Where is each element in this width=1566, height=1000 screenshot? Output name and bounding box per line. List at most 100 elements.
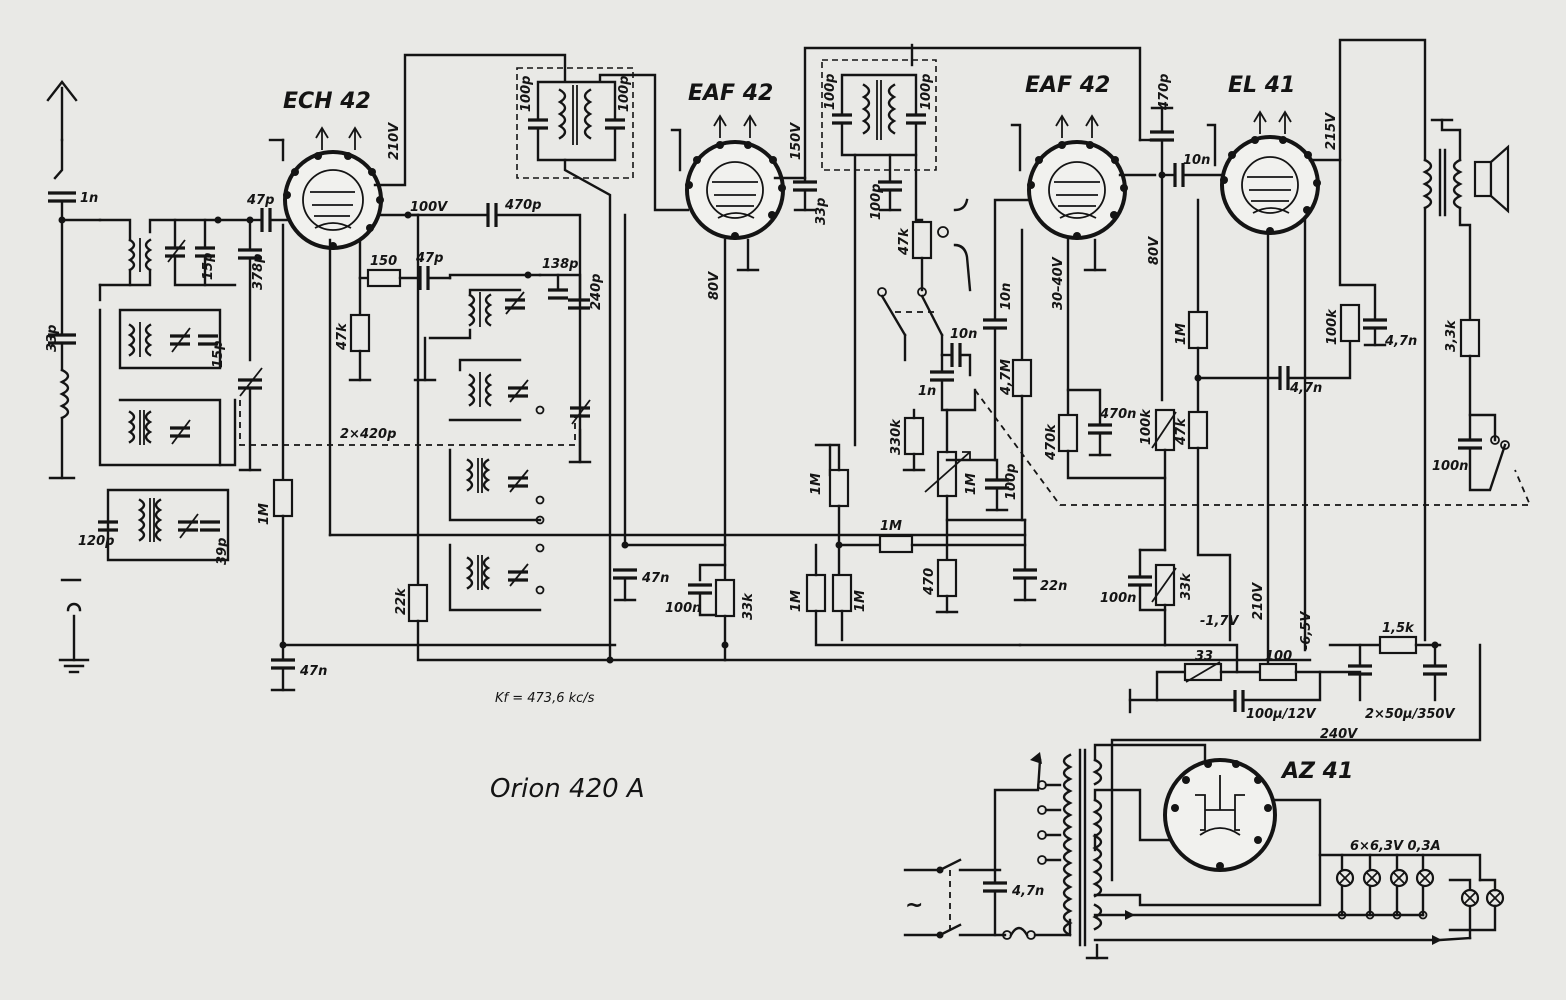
cap-39p-label: 39p — [215, 538, 230, 565]
if-amp-section: 150V 33p 80V 47n 100n 33k — [613, 46, 1142, 662]
if2-cap-c-label: 100p — [869, 184, 884, 220]
tube-el41: EL 41 — [1206, 73, 1321, 235]
cap-100p-det-label: 100p — [1004, 464, 1019, 500]
antenna-coil — [48, 341, 76, 480]
lamp-icon — [1335, 868, 1355, 888]
antenna-input-section: 1n 33p — [45, 80, 102, 674]
speaker-icon — [1473, 144, 1510, 214]
resistor-150-label: 150 — [370, 254, 397, 269]
cap-22n-label: 22n — [1040, 579, 1067, 594]
resistor-47M-label: 4,7M — [999, 359, 1014, 396]
lamps-rating-label: 6×6,3V 0,3A — [1350, 839, 1441, 854]
resistor-33k-eaf-label: 33k — [741, 592, 756, 620]
tube-ech42-label: ECH 42 — [283, 89, 371, 114]
cap-33p-antenna-label: 33p — [45, 325, 60, 352]
resistor-1M-c-label: 1M — [853, 590, 868, 612]
cap-100u-label: 100µ/12V — [1246, 707, 1317, 722]
cap-47p-grid-label: 47p — [246, 193, 274, 208]
if1-cap-a-label: 100p — [519, 76, 534, 112]
cap-47n-agc-label: 47n — [299, 664, 327, 679]
voltage-neg17-label: -1,7V — [1200, 614, 1239, 629]
mains-symbol: ~ — [905, 893, 923, 918]
lamp-icon — [1485, 888, 1505, 908]
voltage-30-40-label: 30–40V — [1051, 256, 1066, 310]
resistor-470-label: 470 — [922, 568, 937, 596]
cap-1n-antenna-label: 1n — [80, 191, 98, 206]
cap-15p-a-label: 15p — [201, 253, 216, 280]
resistor-1-5k-label: 1,5k — [1382, 621, 1415, 636]
cap-10n-couple-label: 10n — [1183, 153, 1210, 168]
power-output-section: 1M 4,7n 47k 210V -6,5V 215V 100k 4,7n — [1174, 38, 1510, 674]
pot-1M-label: 1M — [964, 473, 979, 495]
cap-15p-b-label: 15p — [211, 341, 226, 368]
antenna-symbol — [46, 80, 78, 142]
tube-eaf42-1-label: EAF 42 — [688, 81, 773, 106]
cap-10n-eaf2-label: 10n — [999, 283, 1014, 310]
cap-47p-osc-label: 47p — [415, 251, 443, 266]
resistor-1M-agc-label: 1M — [257, 503, 272, 525]
cap-120p-label: 120p — [78, 534, 114, 549]
filter-section: 33 100 100µ/12V 1,5k 2×50µ/350V 240V — [1018, 621, 1482, 882]
cap-470p-osc-label: 470p — [504, 198, 541, 213]
if-transformer-1: 100p 100p — [516, 67, 690, 664]
resistor-33k-eaf2-label: 33k — [1179, 572, 1194, 600]
if-transformer-2: 100p 100p 100p — [821, 43, 937, 447]
voltage-210-el-label: 210V — [1251, 582, 1266, 620]
rf-coil-bank: 15p 15p 120p — [78, 216, 252, 565]
tube-ech42: ECH 42 — [283, 89, 384, 250]
resistor-47k-osc-label: 47k — [335, 322, 350, 351]
cap-378p-label: 378p — [251, 254, 266, 290]
cap-138p-label: 138p — [542, 257, 578, 272]
oscillator-section: 210V 100V 470p 22k 150 47p 47k — [328, 53, 1312, 662]
resistor-33-label: 33 — [1195, 649, 1213, 664]
resistor-1M-el-label: 1M — [1174, 323, 1189, 345]
resistor-1M-b-label: 1M — [789, 590, 804, 612]
tube-eaf42-2-label: EAF 42 — [1025, 73, 1110, 98]
detector-section: 47k 10n 1n 330k 1M 470 — [789, 198, 1532, 647]
cap-47n-eaf-label: 47n — [641, 571, 669, 586]
voltage-neg65-label: -6,5V — [1299, 611, 1314, 650]
tube-eaf42-2: EAF 42 — [1010, 73, 1128, 240]
power-supply-section: 4,7n ~ AZ 41 6 — [903, 743, 1505, 960]
voltage-100-ech-label: 100V — [410, 200, 448, 215]
cap-33p-eaf-label: 33p — [814, 198, 829, 225]
lamp-icon — [1389, 868, 1409, 888]
if-frequency-note: Kf = 473,6 kc/s — [495, 691, 595, 706]
resistor-47k-el-label: 47k — [1174, 417, 1189, 446]
resistor-1M-h-label: 1M — [880, 519, 902, 534]
tuning-section: 378p 2×420p 47p — [238, 193, 576, 472]
agc-line: 1M 47n — [257, 138, 617, 692]
pilot-lamps: 6×6,3V 0,3A — [1093, 839, 1505, 945]
cap-47n-fb1-label: 4,7n — [1384, 334, 1417, 349]
tube-eaf42-1: EAF 42 — [670, 81, 786, 240]
lamp-icon — [1460, 888, 1480, 908]
resistor-470k-label: 470k — [1044, 423, 1059, 461]
af-preamp-section: 10n 4,7M 30–40V 470k 470n 470p 10n — [983, 74, 1239, 674]
resistor-100k-eaf2-label: 100k — [1139, 408, 1154, 445]
resistor-330k-label: 330k — [889, 418, 904, 455]
tube-az41: AZ 41 — [1163, 758, 1353, 872]
voltage-240-label: 240V — [1320, 727, 1358, 742]
resistor-1M-a-label: 1M — [809, 473, 824, 495]
cap-100n-eaf-label: 100n — [665, 601, 701, 616]
voltage-80-eaf2-label: 80V — [1147, 236, 1162, 265]
if2-cap-b-label: 100p — [919, 74, 934, 110]
cap-100n-eaf2-label: 100n — [1100, 591, 1136, 606]
lamp-icon — [1415, 868, 1435, 888]
page-title: Orion 420 A — [490, 774, 645, 804]
cap-470p-eaf2-label: 470p — [1157, 74, 1172, 111]
gang-capacitor-label: 2×420p — [340, 427, 396, 442]
voltage-210-ech-label: 210V — [387, 122, 402, 160]
cap-100n-out-label: 100n — [1432, 459, 1468, 474]
cap-1n-det-label: 1n — [918, 384, 936, 399]
lamp-icon — [1362, 868, 1382, 888]
voltage-80-eaf-label: 80V — [707, 271, 722, 300]
cap-2x50u-label: 2×50µ/350V — [1365, 707, 1455, 722]
voltage-215-label: 215V — [1324, 112, 1339, 150]
resistor-3-3k-label: 3,3k — [1444, 319, 1459, 352]
if2-cap-a-label: 100p — [823, 74, 838, 110]
cap-10n-det-label: 10n — [950, 327, 977, 342]
resistor-100k-fb-label: 100k — [1325, 308, 1340, 345]
resistor-100-label: 100 — [1265, 649, 1292, 664]
